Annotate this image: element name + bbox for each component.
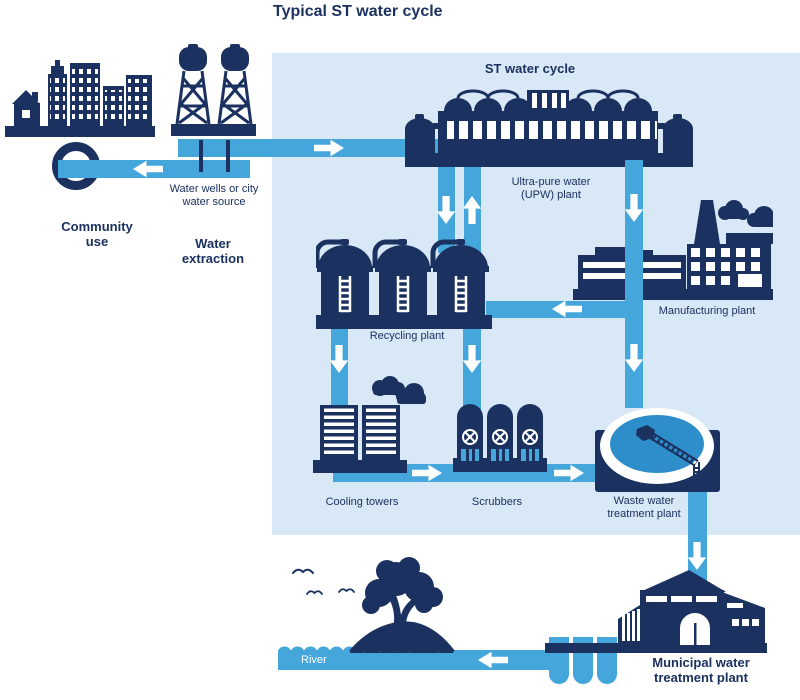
river-label: River (301, 654, 327, 666)
birds-icon (338, 588, 355, 593)
upw-plant-label: Ultra-pure water (UPW) plant (511, 176, 591, 201)
scrubbers-icon (453, 404, 547, 472)
storage-tanks-icon (316, 239, 492, 329)
well-pipe (199, 140, 203, 172)
clouds-icon (372, 376, 426, 404)
scrubbers-label: Scrubbers (471, 496, 523, 508)
community-use-label: Community use (61, 219, 133, 249)
water-wells-label: Water wells or city water source (169, 183, 259, 208)
cooling-towers-icon (313, 405, 407, 473)
tree-icon (349, 557, 455, 651)
treatment-building-icon (618, 570, 765, 645)
factory-icon (573, 200, 773, 300)
pipe-upw-to-wastewater-via-manufacturing (625, 160, 643, 408)
river-band (278, 650, 550, 670)
well-pipe (226, 140, 230, 172)
st-water-cycle-box-label: ST water cycle (484, 61, 576, 76)
upw-plant-icon (405, 89, 693, 167)
recycling-plant-label: Recycling plant (369, 330, 445, 342)
birds-icon (306, 590, 323, 595)
page-title: Typical ST water cycle (273, 3, 443, 20)
cooling-towers-label: Cooling towers (325, 496, 399, 508)
birds-icon (292, 568, 314, 574)
river-waves-icon (278, 646, 356, 652)
water-extraction-label: Water extraction (181, 236, 245, 266)
clarifier-tank-icon (595, 408, 720, 492)
wastewater-plant-label: Waste water treatment plant (607, 495, 681, 520)
pipe-wells-to-upw (178, 139, 438, 157)
manufacturing-plant-label: Manufacturing plant (658, 305, 756, 317)
municipal-base-bar (545, 643, 767, 653)
municipal-plant-label: Municipal water treatment plant (652, 655, 750, 685)
city-skyline-icon (5, 60, 155, 137)
water-towers-icon (171, 44, 256, 136)
